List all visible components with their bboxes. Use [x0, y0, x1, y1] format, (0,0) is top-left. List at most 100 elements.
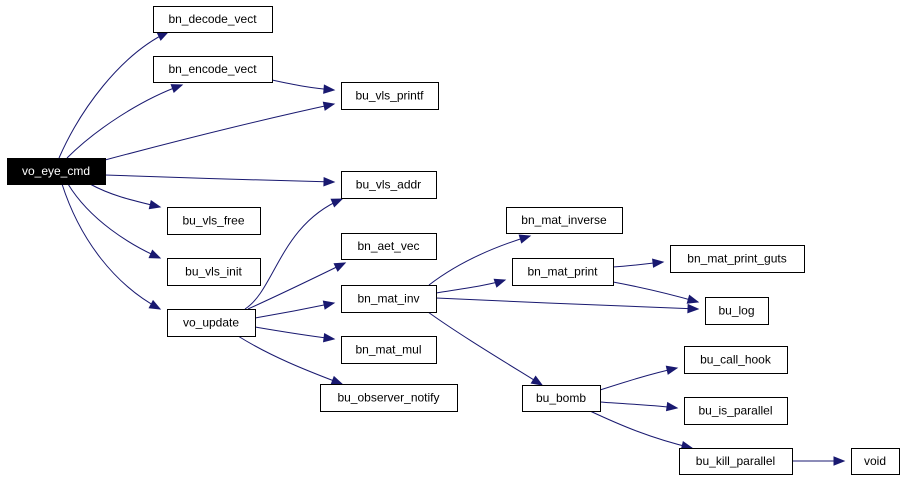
node-box	[341, 233, 437, 260]
node-label: bu_vls_printf	[355, 89, 424, 103]
node-label: bn_aet_vec	[357, 239, 419, 253]
node-layer: vo_eye_cmd bn_decode_vect bn_encode_vectbu…	[7, 6, 900, 475]
node-label: bu_is_parallel	[698, 404, 772, 418]
edge-arrowhead-2	[322, 101, 336, 111]
node-label: bu_vls_init	[185, 265, 242, 279]
edge-vo_eye_cmd-to-bu_vls_addr	[104, 174, 336, 187]
node-label: bn_encode_vect	[168, 62, 257, 76]
edge-line	[67, 183, 161, 259]
node-box	[512, 258, 614, 286]
node-label: bu_observer_notify	[337, 391, 439, 405]
node-label: vo_update	[183, 316, 239, 330]
edge-arrowhead-9	[333, 262, 347, 272]
edge-bn_mat_inv-to-bn_mat_inverse	[428, 234, 532, 286]
node-bn-mat-inverse[interactable]: bn_mat_inverse	[506, 207, 623, 234]
node-bu-log[interactable]: bu_log	[705, 297, 769, 325]
edge-bn_mat_print-to-bu_log	[612, 281, 700, 304]
edge-arrowhead-13	[518, 234, 532, 244]
edge-vo_eye_cmd-to-bu_vls_free	[89, 183, 162, 210]
node-bn-decode-vect[interactable]: bn_decode_vect	[153, 6, 273, 33]
node-box	[705, 297, 769, 325]
node-bu-vls-printf[interactable]: bu_vls_printf	[341, 82, 439, 110]
edge-line	[254, 326, 335, 340]
node-label: void	[864, 454, 886, 468]
node-bn-mat-print-guts[interactable]: bn_mat_print_guts	[670, 245, 805, 273]
node-box	[506, 207, 623, 234]
node-box	[7, 158, 106, 185]
node-bu-call-hook[interactable]: bu_call_hook	[684, 346, 788, 374]
node-bu-is-parallel[interactable]: bu_is_parallel	[684, 397, 788, 425]
edge-vo_update-to-bn_mat_mul	[254, 326, 336, 343]
node-box	[320, 384, 458, 412]
edge-bn_mat_print-to-bn_mat_print_guts	[612, 258, 665, 268]
node-bn-encode-vect[interactable]: bn_encode_vect	[153, 56, 273, 83]
node-bu-vls-free[interactable]: bu_vls_free	[167, 207, 261, 235]
edge-line	[435, 297, 699, 310]
node-void[interactable]: void	[851, 448, 900, 475]
node-bu-kill-parallel[interactable]: bu_kill_parallel	[679, 448, 793, 475]
node-box	[153, 6, 273, 33]
node-label: bn_mat_inverse	[521, 213, 607, 227]
edge-arrowhead-11	[322, 332, 336, 343]
node-box	[167, 258, 261, 286]
edge-arrowhead-10	[322, 300, 336, 310]
edge-line	[589, 410, 693, 449]
edge-arrowhead-3	[323, 176, 336, 187]
node-bn-aet-vec[interactable]: bn_aet_vec	[341, 233, 437, 260]
edge-vo_update-to-bn_aet_vec	[247, 262, 347, 310]
node-label: bn_mat_inv	[357, 292, 419, 306]
node-bn-mat-mul[interactable]: bn_mat_mul	[341, 336, 437, 364]
edge-vo_eye_cmd-to-vo_update	[61, 183, 162, 310]
node-label: bn_mat_print	[527, 265, 598, 279]
edge-line	[599, 401, 678, 409]
edge-line	[612, 281, 699, 303]
node-box	[522, 385, 601, 412]
edge-arrowhead-17	[652, 258, 665, 268]
edge-arrowhead-16	[530, 375, 544, 386]
edge-layer	[58, 31, 846, 466]
node-box	[670, 245, 805, 273]
edge-bu_bomb-to-bu_kill_parallel	[589, 410, 694, 451]
edge-arrowhead-18	[686, 294, 700, 304]
edge-arrowhead-8	[330, 198, 344, 208]
node-box	[167, 207, 261, 235]
node-label: bu_kill_parallel	[696, 454, 775, 468]
node-bn-mat-print[interactable]: bn_mat_print	[512, 258, 614, 286]
edge-arrowhead-7	[323, 84, 336, 94]
edge-line	[61, 183, 161, 310]
edge-arrowhead-15	[687, 303, 700, 314]
edge-line	[254, 302, 335, 319]
edge-bn_mat_inv-to-bu_log	[435, 297, 700, 314]
node-box	[684, 346, 788, 374]
node-vo-eye-cmd[interactable]: vo_eye_cmd	[7, 158, 106, 185]
edge-bu_bomb-to-bu_is_parallel	[599, 401, 679, 412]
edge-line	[428, 235, 531, 286]
node-bn-mat-inv[interactable]: bn_mat_inv	[341, 285, 437, 313]
node-bu-vls-addr[interactable]: bu_vls_addr	[341, 171, 437, 199]
node-box	[679, 448, 793, 475]
edge-arrowhead-22	[833, 456, 846, 466]
node-bu-observer-notify[interactable]: bu_observer_notify	[320, 384, 458, 412]
node-label: bu_bomb	[536, 391, 586, 405]
node-label: vo_eye_cmd	[22, 164, 90, 178]
node-label: bu_vls_free	[182, 214, 244, 228]
node-label: bn_decode_vect	[168, 12, 257, 26]
node-bu-bomb[interactable]: bu_bomb	[522, 385, 601, 412]
edge-line	[427, 311, 543, 386]
node-box	[167, 309, 256, 337]
edge-arrowhead-6	[148, 299, 162, 310]
node-bu-vls-init[interactable]: bu_vls_init	[167, 258, 261, 286]
node-label: bu_log	[718, 304, 754, 318]
edge-arrowhead-19	[665, 365, 679, 375]
edge-bn_mat_inv-to-bn_mat_print	[435, 278, 507, 294]
edge-vo_eye_cmd-to-bn_encode_vect	[66, 84, 184, 159]
node-vo-update[interactable]: vo_update	[167, 309, 256, 337]
edge-line	[89, 183, 161, 208]
edge-arrowhead-0	[156, 31, 170, 41]
node-box	[341, 171, 437, 199]
edge-arrowhead-5	[148, 249, 162, 259]
edge-vo_eye_cmd-to-bu_vls_init	[67, 183, 162, 259]
node-box	[153, 56, 273, 83]
edge-arrowhead-4	[148, 199, 162, 210]
